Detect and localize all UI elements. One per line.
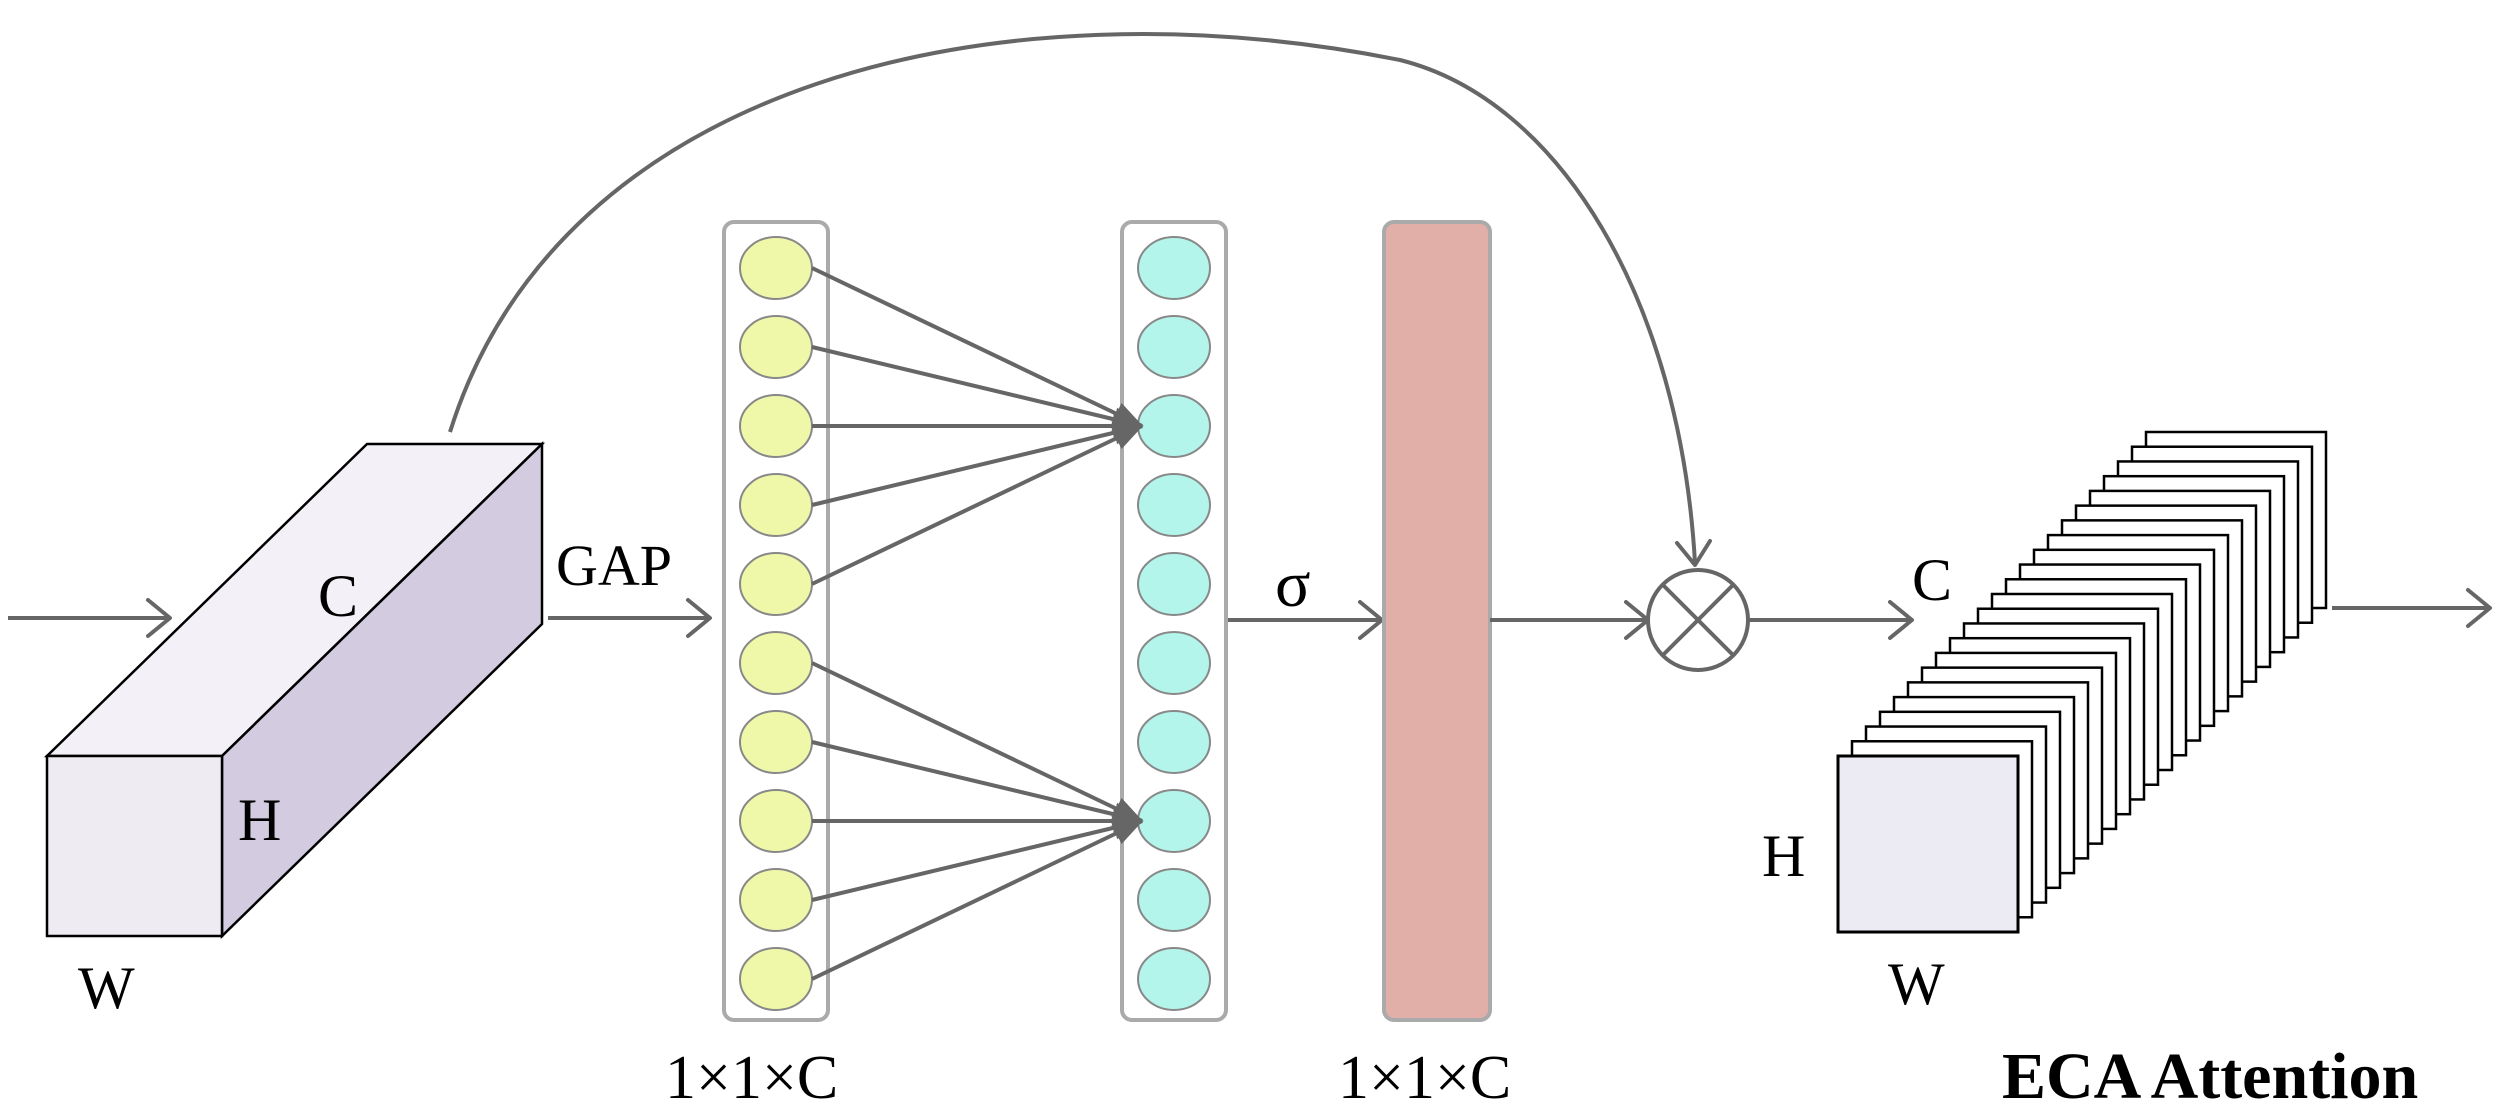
pooled-vector-frame [722,220,830,1022]
output-label-c: C [1912,547,1952,613]
pooled-node [739,236,813,300]
pooled-node [739,552,813,616]
conv-node [1137,315,1211,379]
sigma-arrow: σ [1228,548,1384,640]
input-label-c: C [318,563,358,629]
conv-node [1137,947,1211,1011]
conv-connection-line [811,661,1144,823]
conv1d-connections [811,266,1144,981]
pooled-node [739,789,813,853]
pooled-vector-nodes [739,236,813,1011]
conv-node [1137,394,1211,458]
pooled-node [739,631,813,695]
input-label-w: W [78,955,135,1021]
diagram-title: ECA Attention [2002,1040,2418,1110]
output-front-slice [1836,754,2020,934]
input-block-front-face [45,754,224,938]
conv-vector-nodes [1137,236,1211,1011]
weights-dims-label: 1×1×C [1338,1044,1511,1110]
conv-node [1137,868,1211,932]
gap-label: GAP [556,533,672,598]
pooled-dims-label: 1×1×C [665,1044,838,1110]
pooled-node [739,947,813,1011]
conv-connection-line [811,345,1144,432]
attention-weights-bar [1382,220,1492,1022]
gap-arrow: GAP [548,533,712,638]
output-label-h: H [1762,823,1805,889]
output-feature-block [1836,430,2328,934]
sigma-label: σ [1275,548,1311,621]
pooled-node [739,868,813,932]
conv-node [1137,710,1211,774]
conv-connection-line [811,815,1144,902]
input-arrow [8,598,172,638]
input-label-h: H [238,787,281,853]
conv-node [1137,789,1211,853]
conv-connection-line [811,424,1144,586]
pooled-node [739,394,813,458]
conv-node [1137,236,1211,300]
weights-to-multiply-arrow [1490,600,1650,640]
conv-node [1137,552,1211,616]
conv-node [1137,631,1211,695]
output-arrow [2332,588,2492,628]
input-feature-block: C H W [43,441,546,1021]
conv-connection-line [811,740,1144,827]
conv-node [1137,473,1211,537]
conv-connection-line [811,420,1144,507]
multiply-operator [1646,568,1750,672]
output-label-w: W [1888,951,1945,1017]
skip-connection-arrow [448,32,1712,567]
pooled-node [739,710,813,774]
conv-connection-line [811,266,1144,428]
pooled-node [739,473,813,537]
conv-connection-line [811,819,1144,981]
pooled-node [739,315,813,379]
multiply-to-output-arrow [1748,600,1914,640]
conv-vector-frame [1120,220,1228,1022]
